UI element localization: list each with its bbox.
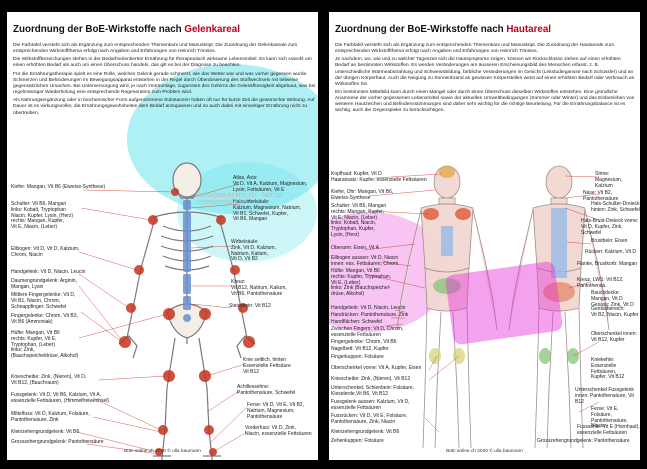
right-page-hautareal: Zuordnung der BoE-Wirkstoffe nach Hautar… [329,12,640,460]
label-oberschenkel: Oberschenkel vorne: Vit A, Kupfer, Eisen [331,366,421,372]
watermark: www.boe-online.ch · Not for commercial u… [197,192,318,206]
label-kopfhaut: Kopfhaut: Kupfer, Vit D Haaransatz: Kupf… [331,172,427,184]
label-fussgelenk: Fussgelenk aussen: Kalzium, Vit D, essen… [331,400,410,412]
label-atlas-axis: Atlas, Axis: Vit D, Vit A, Kalzium, Magn… [233,176,307,193]
label-stirne: Stirne: Magnesium, Kalzium [595,172,640,189]
label-huefte: Hüfte: Mangan, Vit B6 rechts: Kupfer, Tr… [331,269,391,298]
label-brustbein: Brustbein: Eisen [591,239,627,245]
label-unterschenkel-fussgelenk: Unterschenkel Fussgelenk innen: Pantothe… [575,388,640,405]
label-huefte: Hüfte: Mangan, Vit B6 rechts: Kupfer, Vi… [11,331,78,360]
label-genitalbereich: Genitalbereich: Vit B2, Niacin, Kupfer [591,307,638,319]
label-daumengrundgelenk: Daumengrundgelenk: Arginin, Mangan, Lysi… [11,279,77,291]
label-handruecken: Handrücken: Pantothensäure, Zink [331,313,408,319]
label-vorderfuss: Vorderfuss: Vit D, Zink, Niacin, essenzi… [245,426,312,438]
label-handflaechen: Handflächen: Schwefel [331,320,382,326]
label-kniekehle: Kniekehle: Essenzielle Fettsäuren, Kupfe… [591,358,640,381]
label-fingergelenke: Fingergelenke: Chrom, Vit B6 [331,340,397,346]
label-steissbein: Steissbein: Vit B12 [229,304,271,310]
label-grosszehengrundgelenk: Grosszehengrundgelenk: Pantothensäure [11,440,104,446]
label-handgelenk: Handgelenk: Vit D, Niacin, Leucin [331,306,405,312]
footer: BoE-online.ch 2020 © ulla baumann [7,449,318,454]
label-fussgelenk: Fussgelenk: Vit D, Vit B6, Kalzium, Vit … [11,393,109,405]
label-achillessehne: Achillessehne: Pantothensäure, Schwefel [237,385,295,397]
label-fingergelenke: Fingergelenke: Chrom, Vit B3, Vit B6 (Am… [11,314,78,326]
label-kiefer: Kiefer: Mangan, Vit B6 (Eiweiss-Synthese… [11,185,105,191]
label-grosszehengrundgelenk: Grosszehengrundgelenk: Pantothensäure [537,439,630,445]
label-ellbogen: Ellbogen: Vit D, Vit D, Kalzium, Chrom, … [11,247,79,259]
label-oberarm: Oberarm: Eisen, Vit A [331,246,379,252]
label-kleinzehengrundgelenk: Kleinzehengrundgelenk: Vit B6 [331,430,399,436]
label-zehenkuppen: Zehenkuppen: Folsäure [331,439,384,445]
label-ruecken: Rücken: Kalzium, Vit D [585,250,636,256]
label-kniescheibe: Kniescheibe: Zink, (Nieren), Vit D, Vit … [11,375,86,387]
label-mittelfuss: Mittelfuss: Vit D, Kalzium, Folsäure, Pa… [11,412,90,424]
left-page-gelenkareal: Zuordnung der BoE-Wirkstoffe nach Gelenk… [7,12,318,460]
label-mittlere-fingergelenke: Mittlere Fingergelenke: Vit D, Vit B1, N… [11,293,75,310]
label-ferse: Ferse: Vit D, Vit E, Vit B2, Natrium, Ma… [247,403,304,420]
label-kiefer-ohr: Kiefer, Ohr: Mangan, Vit B6, Eiweiss-Syn… [331,190,393,202]
label-handgelenk: Handgelenk: Vit D, Niacin, Leucin [11,270,85,276]
label-schulter: Schulter: Vit B6, Mangan links: Kobalt, … [11,202,73,231]
label-fusssohle: Fusssohle: Vit E (Hornhaut), essenzielle… [577,425,640,437]
label-fussruecken: Fussrücken: Vit D, Vit E, Folsäure, Pant… [331,414,407,426]
label-nagelbett: Nagelbett: Vit B12, Kupfer [331,347,389,353]
label-kreuz: Kreuz, LWS: Vit B12, Pantothensä. [577,278,640,290]
footer: BoE-online.ch 2020 © ulla baumann [329,449,640,454]
label-kreuz: Kreuz: Vit B12, Natrium, Kalium, Vit B6,… [231,280,287,297]
label-hals-brust: Hals-Brust-Dreieck vorne: Vit D, Kupfer,… [581,219,640,236]
label-kniescheibe: Kniescheibe: Zink, (Nieren), Vit B12 [331,377,410,383]
label-unterschenkel: Unterschenkel, Schienbein: Folsäure, Kie… [331,386,414,398]
label-ellbogen: Ellbogen aussen: Vit D, Niacin innen: es… [331,256,398,268]
label-knie: Knie seitlich, hinten Essenzielle Fettsä… [243,358,291,375]
label-oberschenkel-innen: Oberschenkel innen: Vit B12, Kupfer [591,332,637,344]
label-flanke: Flanke, Brustkorb: Mangan [577,262,637,268]
label-wirbelsaeule: Wirbelsäule: Zink, Vit D, Kalzium, Natri… [231,240,276,263]
label-kleinzehengrundgelenk: Kleinzehengrundgelenk: Vit B6 [11,430,79,436]
label-hals-schulter: Hals-Schulter-Dreieck hinten: Zink, Schw… [591,202,640,214]
label-fingerkuppen: Fingerkuppen: Folsäure [331,355,384,361]
label-zwischen-fingern: Zwischen Fingern: Vit D, Chrom, essenzie… [331,327,403,339]
label-schulter: Schulter: Vit B6, Mangan rechts: Mangan,… [331,204,386,239]
